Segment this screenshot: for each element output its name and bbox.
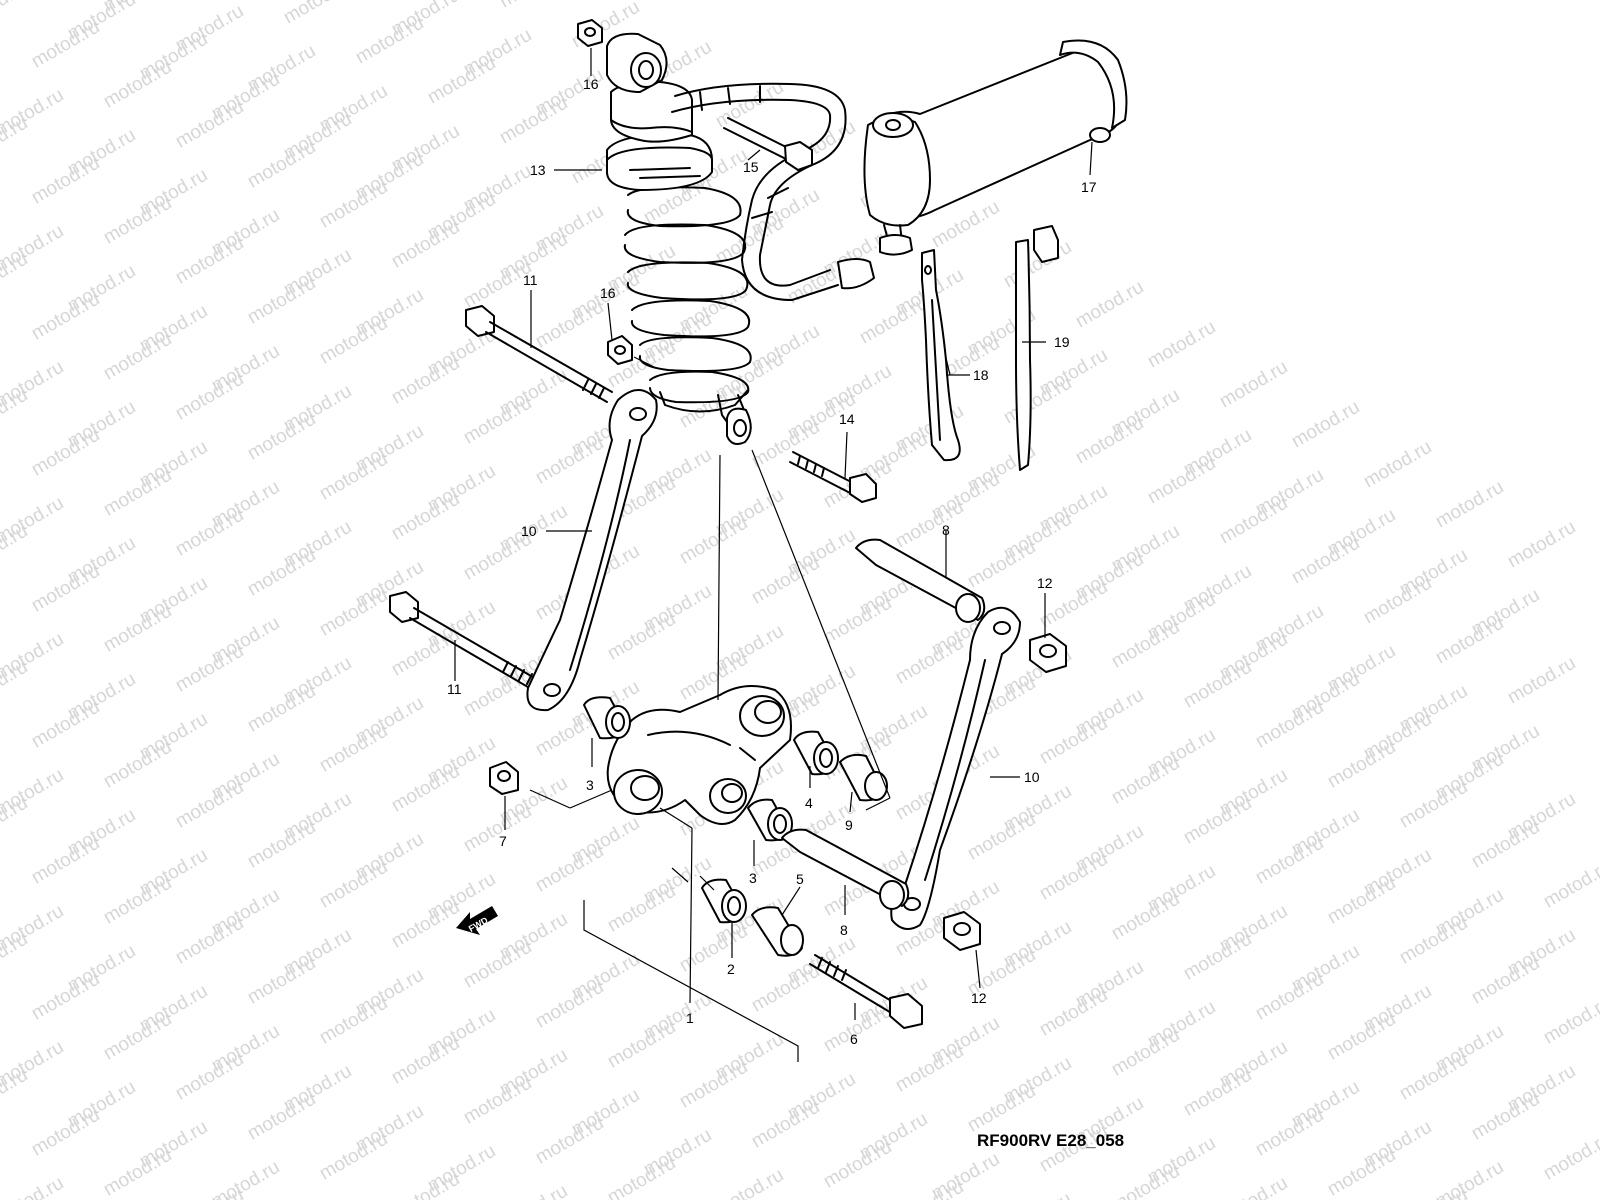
- callout-11-upper: 11: [523, 272, 538, 288]
- watermark-text: motod.ru: [208, 1157, 283, 1200]
- callout-11-lower: 11: [447, 681, 462, 697]
- watermark-text: motod.ru: [0, 1173, 67, 1200]
- bolt-6: [809, 954, 923, 1029]
- nut-7: [489, 761, 519, 795]
- tie-rod-10-right: [890, 606, 1021, 930]
- callout-17: 17: [1081, 179, 1097, 195]
- callout-18: 18: [973, 367, 989, 383]
- callout-10-upper: 10: [521, 523, 537, 539]
- watermark-text: motod.ru: [496, 1181, 571, 1200]
- callout-14: 14: [839, 411, 855, 427]
- callout-1: 1: [686, 1010, 694, 1026]
- diagram-code: RF900RV E28_058: [977, 1131, 1124, 1150]
- callout-6: 6: [850, 1031, 858, 1047]
- shock-reservoir: [863, 39, 1128, 256]
- nut-16-upper: [577, 19, 603, 47]
- callout-2: 2: [727, 961, 735, 977]
- callout-7: 7: [499, 833, 507, 849]
- callout-16-upper: 16: [583, 76, 599, 92]
- watermark-text: motod.ru: [1540, 1129, 1600, 1185]
- watermark-text: motod.ru: [1432, 1157, 1507, 1200]
- band-18: [921, 249, 961, 462]
- watermark-text: motod.ru: [1540, 993, 1600, 1049]
- leader-lines: [454, 48, 1093, 1062]
- watermark-text: motod.ru: [1000, 1189, 1075, 1200]
- watermark-text: motod.ru: [1504, 653, 1579, 709]
- tie-rod-10-left: [526, 389, 658, 712]
- callout-3-lower: 3: [749, 870, 757, 886]
- watermark-text: motod.ru: [1540, 857, 1600, 913]
- watermark-text: motod.ru: [1216, 1173, 1291, 1200]
- watermark-text: motod.ru: [1144, 317, 1219, 373]
- bolt-15: [723, 117, 813, 171]
- collar-8-lower: [781, 828, 910, 910]
- callout-3-upper: 3: [586, 777, 594, 793]
- watermark-text: motod.ru: [1360, 437, 1435, 493]
- callout-5: 5: [796, 871, 804, 887]
- callout-8-upper: 8: [942, 522, 950, 538]
- callout-16-lower: 16: [600, 285, 616, 301]
- bearing-4: [793, 730, 839, 776]
- nut-12-lower: [943, 911, 981, 951]
- watermark-text: motod.ru: [496, 0, 571, 12]
- forward-direction-arrow: FWD: [456, 906, 498, 935]
- collar-9: [839, 753, 888, 802]
- callout-8-lower: 8: [840, 922, 848, 938]
- watermark-text: motod.ru: [1504, 517, 1579, 573]
- callout-12-upper: 12: [1037, 575, 1053, 591]
- collar-5: [751, 906, 804, 957]
- bolt-11-lower: [389, 591, 539, 691]
- callout-labels: 16 13 15 17 11 16 19 18 14 10 8 12 11 10…: [447, 76, 1097, 1047]
- bearing-3-upper: [583, 696, 631, 740]
- callout-19: 19: [1054, 334, 1070, 350]
- bolt-11-upper: [465, 305, 613, 403]
- watermark-text: motod.ru: [1216, 357, 1291, 413]
- watermark-text: motod.ru: [1108, 1161, 1183, 1200]
- tie-strap-19: [1015, 225, 1059, 471]
- bearing-2: [701, 878, 747, 924]
- callout-4: 4: [805, 795, 813, 811]
- watermark-text: motod.ru: [712, 1165, 787, 1200]
- nut-12-upper: [1029, 633, 1067, 673]
- watermark-text: motod.ru: [604, 1153, 679, 1200]
- watermark-text: motod.ru: [1288, 397, 1363, 453]
- callout-10-lower: 10: [1024, 769, 1040, 785]
- collar-8-upper: [855, 538, 986, 623]
- watermark-text: motod.ru: [0, 0, 31, 32]
- watermark-text: motod.ru: [1072, 277, 1147, 333]
- callout-13: 13: [530, 162, 546, 178]
- callout-9: 9: [845, 817, 853, 833]
- watermark-text: motod.ru: [280, 0, 355, 28]
- watermark-text: motod.ru: [388, 1169, 463, 1200]
- callout-15: 15: [743, 159, 759, 175]
- callout-12-lower: 12: [971, 990, 987, 1006]
- bearing-3-lower: [747, 798, 793, 842]
- nut-16-lower: [607, 335, 633, 365]
- bolt-14: [789, 451, 877, 503]
- cushion-lever-1: [606, 685, 792, 825]
- watermark-text: motod.ru: [1432, 477, 1507, 533]
